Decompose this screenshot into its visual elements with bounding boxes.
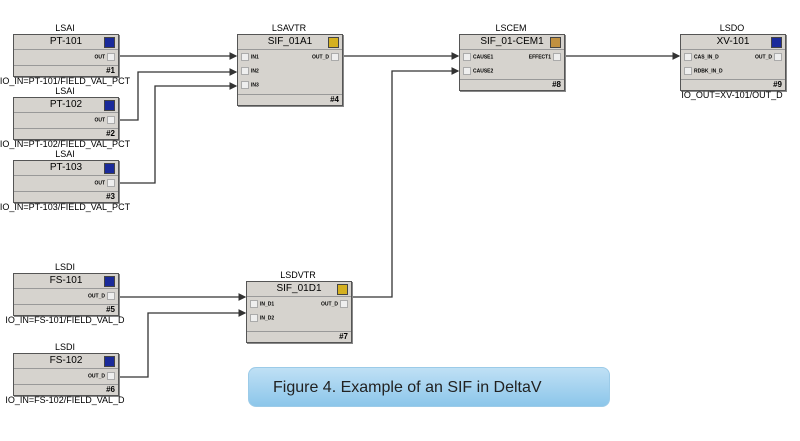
output-pin[interactable]: OUT_D	[755, 53, 784, 61]
voter-icon	[337, 284, 348, 295]
output-pin[interactable]: EFFECT1	[529, 53, 563, 61]
wire-pt103-in3	[118, 82, 238, 184]
block-type-label: LSDI	[54, 262, 75, 272]
block-type-label: LSCEM	[495, 23, 527, 33]
discrete-input-icon	[104, 276, 115, 287]
block-number: #5	[106, 305, 115, 314]
input-pin[interactable]: IN3	[239, 81, 259, 89]
block-name: PT-101	[49, 36, 83, 47]
input-pin[interactable]: CAUSE1	[461, 53, 493, 61]
block-number: #7	[339, 332, 348, 341]
voter-icon	[328, 37, 339, 48]
block-type-label: LSDI	[54, 342, 75, 352]
input-pin[interactable]: CAS_IN_D	[682, 53, 719, 61]
block-number: #8	[552, 80, 561, 89]
block-type-label: LSDO	[719, 23, 745, 33]
block-name: SIF_01A1	[267, 36, 313, 47]
function-block[interactable]: PT-103 OUT #3	[13, 160, 119, 203]
block-number: #3	[106, 192, 115, 201]
figure-caption: Figure 4. Example of an SIF in DeltaV	[248, 367, 610, 407]
block-name: SIF_01-CEM1	[480, 36, 544, 47]
output-pin[interactable]: OUT	[94, 179, 117, 187]
input-pin[interactable]: IN_D1	[248, 300, 274, 308]
output-pin[interactable]: OUT	[94, 116, 117, 124]
block-type-label: LSAVTR	[271, 23, 307, 33]
block-name: SIF_01D1	[276, 283, 322, 294]
input-pin[interactable]: IN_D2	[248, 314, 274, 322]
input-pin[interactable]: RDBK_IN_D	[682, 67, 723, 75]
output-pin[interactable]: OUT_D	[88, 292, 117, 300]
block-type-label: LSDVTR	[280, 270, 316, 280]
block-type-label: LSAI	[55, 23, 75, 33]
block-name: XV-101	[716, 36, 750, 47]
block-number: #9	[773, 80, 782, 89]
output-pin[interactable]: OUT_D	[321, 300, 350, 308]
block-name: FS-101	[49, 275, 83, 286]
analog-input-icon	[104, 100, 115, 111]
block-number: #6	[106, 385, 115, 394]
block-type-label: LSAI	[55, 86, 75, 96]
input-pin[interactable]: IN2	[239, 67, 259, 75]
analog-input-icon	[104, 37, 115, 48]
io-path-label: IO_IN=PT-102/FIELD_VAL_PCT	[0, 139, 131, 149]
block-number: #4	[330, 95, 339, 104]
cem-icon	[550, 37, 561, 48]
analog-input-icon	[104, 163, 115, 174]
block-type-label: LSAI	[55, 149, 75, 159]
discrete-input-icon	[104, 356, 115, 367]
block-number: #2	[106, 129, 115, 138]
wire-dvtr-cause2	[350, 67, 460, 298]
discrete-output-icon	[771, 37, 782, 48]
io-path-label: IO_IN=PT-101/FIELD_VAL_PCT	[0, 76, 131, 86]
wire-pt102-in2	[118, 68, 238, 121]
input-pin[interactable]: CAUSE2	[461, 67, 493, 75]
io-path-label: IO_IN=FS-102/FIELD_VAL_D	[5, 395, 125, 405]
function-block[interactable]: PT-102 OUT #2	[13, 97, 119, 140]
block-name: PT-103	[49, 162, 83, 173]
function-block[interactable]: FS-101 OUT_D #5	[13, 273, 119, 316]
block-name: FS-102	[49, 355, 83, 366]
io-path-label: IO_IN=FS-101/FIELD_VAL_D	[5, 315, 125, 325]
wire-fs102-ind2	[118, 309, 247, 378]
function-block[interactable]: PT-101 OUT #1	[13, 34, 119, 77]
function-block[interactable]: XV-101 CAS_IN_D RDBK_IN_D OUT_D #9	[680, 34, 786, 91]
io-path-label: IO_IN=PT-103/FIELD_VAL_PCT	[0, 202, 131, 212]
output-pin[interactable]: OUT	[94, 53, 117, 61]
block-number: #1	[106, 66, 115, 75]
io-path-label: IO_OUT=XV-101/OUT_D	[681, 90, 783, 100]
input-pin[interactable]: IN1	[239, 53, 259, 61]
block-name: PT-102	[49, 99, 83, 110]
output-pin[interactable]: OUT_D	[88, 372, 117, 380]
function-block[interactable]: FS-102 OUT_D #6	[13, 353, 119, 396]
output-pin[interactable]: OUT_D	[312, 53, 341, 61]
